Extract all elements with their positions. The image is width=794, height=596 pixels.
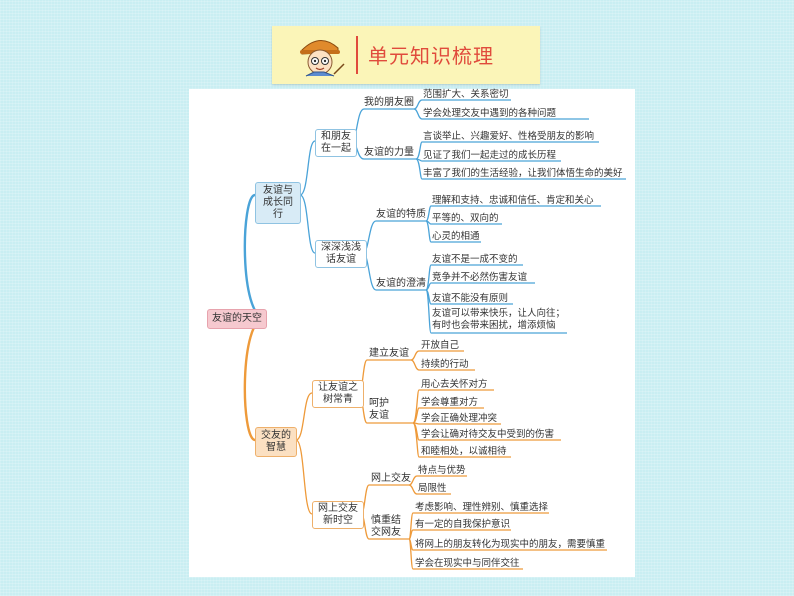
- branch-friendship-wisdom: 交友的智慧: [255, 427, 297, 457]
- group-online-friendship: 网上交友: [371, 473, 411, 484]
- leaf-item: 竞争并不必然伤害友谊: [432, 272, 528, 283]
- leaf-item: 将网上的朋友转化为现实中的朋友，需要慎重: [415, 539, 606, 550]
- leaf-item: 言谈举止、兴趣爱好、性格受朋友的影响: [423, 131, 595, 142]
- leaf-item: 见证了我们一起走过的成长历程: [423, 150, 557, 161]
- leaf-item: 心灵的相通: [432, 231, 480, 242]
- leaf-item: 友谊可以带来快乐，让人向往；有时也会带来困扰，增添烦恼: [432, 308, 566, 331]
- sub-online-friends: 网上交友新时空: [312, 501, 364, 529]
- sub-talk-friendship: 深深浅浅话友谊: [315, 240, 367, 268]
- group-power-of-friendship: 友谊的力量: [364, 147, 414, 158]
- leaf-item: 开放自己: [421, 340, 460, 351]
- leaf-item: 丰富了我们的生活经验，让我们体悟生命的美好: [423, 168, 623, 179]
- group-careful-online-friends: 慎重结交网友: [371, 515, 401, 538]
- leaf-item: 友谊不能没有原则: [432, 293, 509, 304]
- leaf-item: 理解和支持、忠诚和信任、肯定和关心: [432, 195, 594, 206]
- sub-evergreen-friendship: 让友谊之树常青: [312, 380, 364, 408]
- branch-friendship-growth: 友谊与成长同行: [255, 182, 301, 224]
- leaf-item: 用心去关怀对方: [421, 379, 488, 390]
- mind-map: 友谊的天空 友谊与成长同行 和朋友在一起 我的朋友圈 友谊的力量 范围扩大、关系…: [189, 89, 635, 577]
- sub-with-friends: 和朋友在一起: [315, 129, 357, 157]
- page-title: 单元知识梳理: [368, 44, 494, 68]
- leaf-item: 友谊不是一成不变的: [432, 254, 518, 265]
- leaf-item: 有一定的自我保护意识: [415, 519, 511, 530]
- group-care-friendship: 呵护友谊: [369, 398, 389, 421]
- leaf-item: 局限性: [418, 483, 447, 494]
- leaf-item: 学会尊重对方: [421, 397, 479, 408]
- leaf-item: 持续的行动: [421, 359, 469, 370]
- leaf-item: 学会在现实中与同伴交往: [415, 558, 520, 569]
- leaf-item: 学会正确处理冲突: [421, 413, 498, 424]
- teacher-mascot-icon: [300, 40, 345, 77]
- root-node: 友谊的天空: [207, 309, 267, 329]
- leaf-item: 考虑影响、理性辨别、慎重选择: [415, 502, 549, 513]
- banner-divider: [356, 36, 358, 74]
- leaf-item: 和睦相处，以诚相待: [421, 446, 507, 457]
- leaf-item: 学会处理交友中遇到的各种问题: [423, 108, 557, 119]
- group-friendship-clarify: 友谊的澄清: [376, 278, 426, 289]
- group-friendship-traits: 友谊的特质: [376, 209, 426, 220]
- leaf-item: 平等的、双向的: [432, 213, 499, 224]
- leaf-item: 学会让确对待交友中受到的伤害: [421, 429, 555, 440]
- leaf-item: 范围扩大、关系密切: [423, 89, 509, 100]
- leaf-item: 特点与优势: [418, 465, 466, 476]
- group-my-circle: 我的朋友圈: [364, 97, 414, 108]
- group-build-friendship: 建立友谊: [369, 348, 409, 359]
- title-banner: 单元知识梳理: [272, 26, 540, 84]
- connector-lines: [243, 99, 626, 570]
